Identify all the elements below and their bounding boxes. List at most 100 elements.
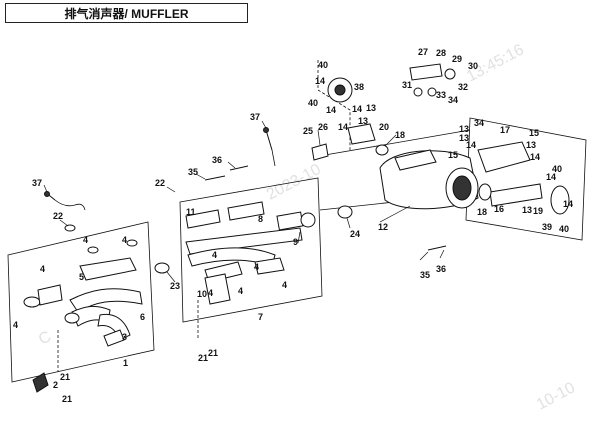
callout-5: 5 (79, 272, 84, 282)
callout-14: 14 (530, 152, 540, 162)
callout-33: 33 (436, 90, 446, 100)
callout-14: 14 (315, 76, 325, 86)
callout-32: 32 (458, 82, 468, 92)
callout-28: 28 (436, 48, 446, 58)
clamp-left-2 (126, 239, 138, 247)
callout-8: 8 (258, 214, 263, 224)
heat-shield-17 (477, 141, 531, 173)
callout-35: 35 (188, 167, 198, 177)
callout-4: 4 (212, 250, 217, 260)
callout-7: 7 (258, 312, 263, 322)
page-title: 排气消声器/ MUFFLER (5, 3, 248, 23)
callout-4: 4 (208, 288, 213, 298)
callout-12: 12 (378, 222, 388, 232)
callout-4: 4 (13, 320, 18, 330)
callout-40: 40 (318, 60, 328, 70)
group-frame-rear (465, 117, 587, 241)
callout-27: 27 (418, 47, 428, 57)
gasket-22-left (64, 224, 76, 232)
callout-31: 31 (402, 80, 412, 90)
callout-37: 37 (32, 178, 42, 188)
header-pipe-assembly (23, 257, 143, 347)
oxygen-sensor-middle (263, 127, 276, 167)
callout-2: 2 (53, 380, 58, 390)
gasket-18-top (375, 144, 389, 156)
callout-34: 34 (474, 118, 484, 128)
callout-14: 14 (326, 105, 336, 115)
clamp-left-1 (87, 246, 99, 254)
callout-25: 25 (303, 126, 313, 136)
callout-21: 21 (198, 353, 208, 363)
callout-37: 37 (250, 112, 260, 122)
callout-13: 13 (366, 103, 376, 113)
callout-4: 4 (83, 235, 88, 245)
callout-17: 17 (500, 125, 510, 135)
callout-14: 14 (546, 172, 556, 182)
mid-pipe-20 (347, 123, 376, 145)
callout-4: 4 (40, 264, 45, 274)
callout-11: 11 (186, 207, 196, 217)
callout-18: 18 (395, 130, 405, 140)
callout-24: 24 (350, 229, 360, 239)
callout-21: 21 (62, 394, 72, 404)
callout-14: 14 (352, 104, 362, 114)
callout-6: 6 (140, 312, 145, 322)
callout-13: 13 (459, 133, 469, 143)
callout-34: 34 (448, 95, 458, 105)
muffler-body (379, 149, 479, 210)
callout-13: 13 (358, 116, 368, 126)
leader-lines (43, 120, 445, 283)
end-cap-39 (550, 185, 570, 215)
callout-22: 22 (53, 211, 63, 221)
callout-38: 38 (354, 82, 364, 92)
gasket-23 (154, 262, 170, 274)
callout-4: 4 (282, 280, 287, 290)
oxygen-sensor-left (44, 191, 86, 211)
front-pipe-assembly (185, 201, 316, 305)
callout-4: 4 (254, 262, 259, 272)
gasket-24 (337, 205, 353, 219)
callout-14: 14 (563, 199, 573, 209)
callout-4: 4 (122, 235, 127, 245)
callout-40: 40 (559, 224, 569, 234)
gasket-18-rear (478, 183, 492, 201)
tail-pipe-16 (489, 183, 543, 207)
callout-15: 15 (448, 150, 458, 160)
callout-numbers: 1 2 3 4 4 4 4 4 4 4 4 4 5 6 7 8 9 10 11 … (13, 47, 573, 404)
callout-21: 21 (60, 372, 70, 382)
callout-36: 36 (436, 264, 446, 274)
callout-26: 26 (318, 122, 328, 132)
top-bracket (409, 63, 456, 97)
callout-14: 14 (466, 140, 476, 150)
callout-13: 13 (459, 124, 469, 134)
callout-23: 23 (170, 281, 180, 291)
group-frame-7 (179, 177, 323, 323)
callout-19: 19 (533, 206, 543, 216)
callout-40: 40 (308, 98, 318, 108)
callout-18: 18 (477, 207, 487, 217)
watermark-bottom: 10-10 (534, 379, 578, 413)
callout-40: 40 (552, 164, 562, 174)
callout-36: 36 (212, 155, 222, 165)
callout-1: 1 (123, 358, 128, 368)
callout-22: 22 (155, 178, 165, 188)
callout-21: 21 (208, 348, 218, 358)
callout-10: 10 (197, 289, 207, 299)
callout-3: 3 (122, 332, 127, 342)
callout-16: 16 (494, 204, 504, 214)
callout-35: 35 (420, 270, 430, 280)
flange-38 (327, 77, 353, 103)
bracket-22-bottom (32, 372, 49, 393)
callout-20: 20 (379, 122, 389, 132)
callout-13: 13 (522, 205, 532, 215)
bracket-25 (311, 143, 329, 161)
callout-4: 4 (238, 286, 243, 296)
springs-35-36 (204, 165, 447, 251)
callout-29: 29 (452, 54, 462, 64)
callout-14: 14 (338, 122, 348, 132)
watermark-left: C (36, 328, 54, 348)
group-frame-1 (7, 221, 155, 383)
callout-15: 15 (529, 128, 539, 138)
